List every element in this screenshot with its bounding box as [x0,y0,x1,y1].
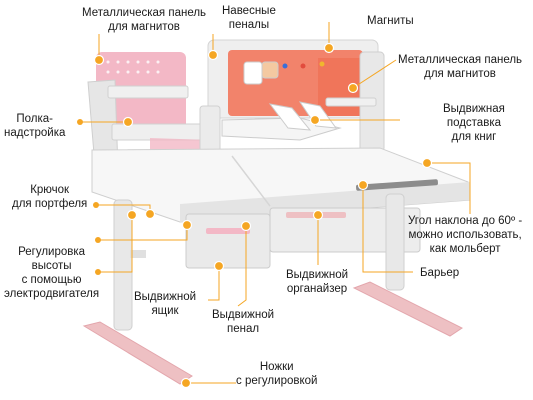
right-shelf-unit [325,51,385,153]
callout-marker-icon [213,260,225,272]
label-book-stand: Выдвижная подставка для книг [443,103,505,143]
callout-marker-icon [323,42,335,54]
label-pencil-case: Выдвижной пенал [212,309,275,335]
label-hanging-cases: Навесные пеналы [222,5,276,31]
callout-lines [80,22,471,384]
callout-marker-icon [95,269,101,275]
callout-marker-icon [93,54,105,66]
callout-marker-icon [309,114,321,126]
book-stand [221,101,342,141]
label-shelf: Полка- надстройка [4,113,66,139]
callout-marker-icon [77,119,83,125]
label-drawer: Выдвижной ящик [134,291,197,317]
callout-marker-icon [95,237,101,243]
hanging-cases [243,61,279,85]
label-tilt-angle: Угол наклона до 60º - можно использовать… [408,215,523,255]
desk-top [91,147,471,223]
label-height-adjust: Регулировка высоты с помощью электродвиг… [4,246,100,300]
callout-marker-icon [240,220,252,232]
callout-marker-icon [180,377,192,389]
label-metal-panel-left: Металлическая панель для магнитов [82,7,207,33]
label-organizer: Выдвижной органайзер [286,269,349,295]
callout-marker-icon [122,116,134,128]
label-legs: Ножки с регулировкой [236,361,318,387]
callout-marker-icon [181,219,193,231]
drawers [185,207,421,269]
label-bag-hook: Крючок для портфеля [12,184,88,210]
callout-marker-icon [312,209,324,221]
callout-marker-icon [126,209,138,221]
callout-marker-icon [144,208,156,220]
callout-marker-icon [347,82,359,94]
label-barrier: Барьер [420,267,460,279]
callout-marker-icon [207,49,219,61]
label-metal-panel-right: Металлическая панель для магнитов [398,54,523,80]
callout-marker-icon [93,202,99,208]
label-magnets: Магниты [367,15,414,27]
callout-markers [77,42,433,389]
callout-marker-icon [357,179,369,191]
callout-marker-icon [421,157,433,169]
magnets [282,61,325,69]
